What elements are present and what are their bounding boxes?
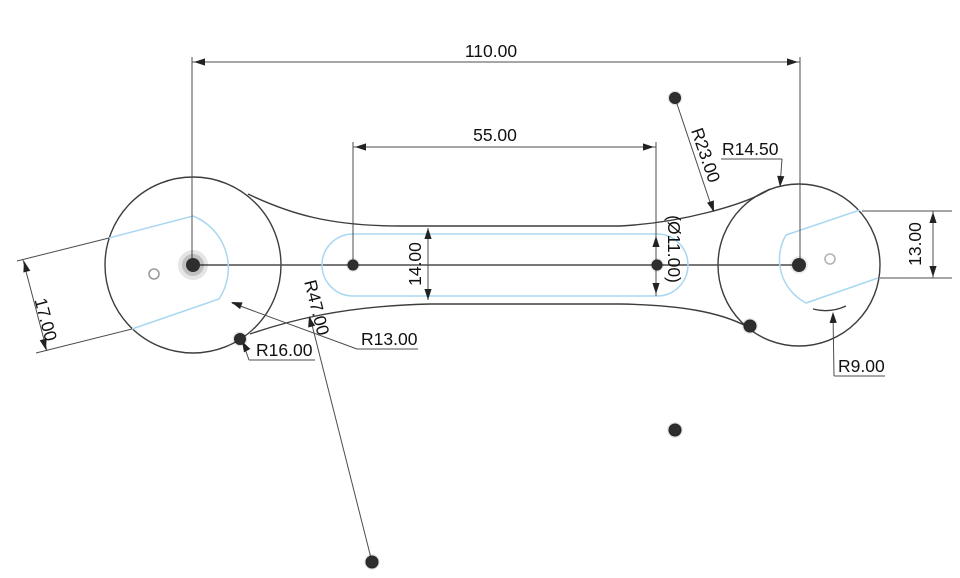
dim-slot-diameter-label[interactable]: (Ø11.00) — [664, 215, 684, 283]
sketch-point[interactable] — [364, 554, 380, 570]
sketch-point[interactable] — [232, 331, 248, 347]
arrowhead — [929, 266, 937, 277]
open-point-right[interactable] — [824, 253, 836, 265]
arrowhead — [787, 58, 798, 66]
arrowhead — [707, 200, 714, 212]
arrowhead — [242, 341, 251, 353]
leader-r23-line — [674, 97, 714, 212]
dim-radius-r145-label[interactable]: R14.50 — [722, 139, 779, 159]
arrowhead — [643, 143, 654, 151]
dim-17-line — [22, 259, 48, 352]
sketch-point[interactable] — [667, 90, 683, 106]
right-center-point[interactable] — [792, 258, 806, 272]
arrowhead — [777, 175, 785, 187]
arrowhead — [424, 289, 432, 300]
sketch-points — [148, 90, 836, 570]
dimension-lines — [16, 57, 952, 563]
dim-radius-r13-label[interactable]: R13.00 — [361, 329, 418, 349]
dim-radius-r23-label[interactable]: R23.00 — [687, 125, 724, 185]
open-point-left[interactable] — [148, 268, 160, 280]
dim-radius-r16-label[interactable]: R16.00 — [256, 340, 313, 360]
dim-left-opening-label[interactable]: 17.00 — [30, 296, 61, 344]
dim-right-opening-label[interactable]: 13.00 — [905, 222, 925, 266]
arrowhead — [39, 338, 47, 350]
construction-geometry — [108, 209, 879, 330]
body-bottom-edge[interactable] — [249, 303, 749, 335]
slot-right-center-point[interactable] — [650, 258, 664, 272]
sketch-point[interactable] — [667, 422, 683, 438]
sketch-geometry — [104, 176, 881, 354]
dimension-arrowheads — [23, 58, 937, 353]
right-jaw-profile[interactable] — [778, 209, 879, 304]
body-top-edge[interactable] — [247, 188, 771, 227]
arrowhead — [829, 312, 837, 324]
slot-left-center-point[interactable] — [346, 258, 360, 272]
dim-neck-width-label[interactable]: 14.00 — [405, 242, 425, 286]
dim-overall-length-label[interactable]: 110.00 — [465, 41, 517, 61]
arrowhead — [652, 283, 660, 294]
dim-slot-length-label[interactable]: 55.00 — [473, 125, 517, 145]
arrowhead — [652, 236, 660, 247]
arrowhead — [929, 212, 937, 223]
arrowhead — [355, 143, 366, 151]
arrowhead — [308, 316, 316, 328]
left-jaw-profile[interactable] — [108, 215, 230, 330]
arrowhead — [231, 302, 243, 310]
dim-radius-r47-label[interactable]: R47.00 — [300, 278, 333, 338]
leader-r9-line — [832, 312, 835, 377]
left-center-point[interactable] — [186, 258, 200, 272]
sketch-point[interactable] — [742, 318, 758, 334]
right-jaw-fillet-arc[interactable] — [812, 305, 847, 312]
leader-r13-line — [231, 302, 358, 350]
center-slot-stadium[interactable] — [321, 233, 689, 297]
dimension-labels: 110.00 55.00 14.00 (Ø11.00) 13.00 17.00 … — [30, 41, 925, 376]
arrowhead — [23, 261, 31, 273]
dim-17-ext-bottom — [35, 328, 133, 354]
arrowhead — [424, 228, 432, 239]
arrowhead — [194, 58, 205, 66]
dim-17-ext-top — [16, 237, 110, 262]
dim-radius-r9-label[interactable]: R9.00 — [838, 356, 885, 376]
leader-r47-line — [309, 316, 373, 563]
